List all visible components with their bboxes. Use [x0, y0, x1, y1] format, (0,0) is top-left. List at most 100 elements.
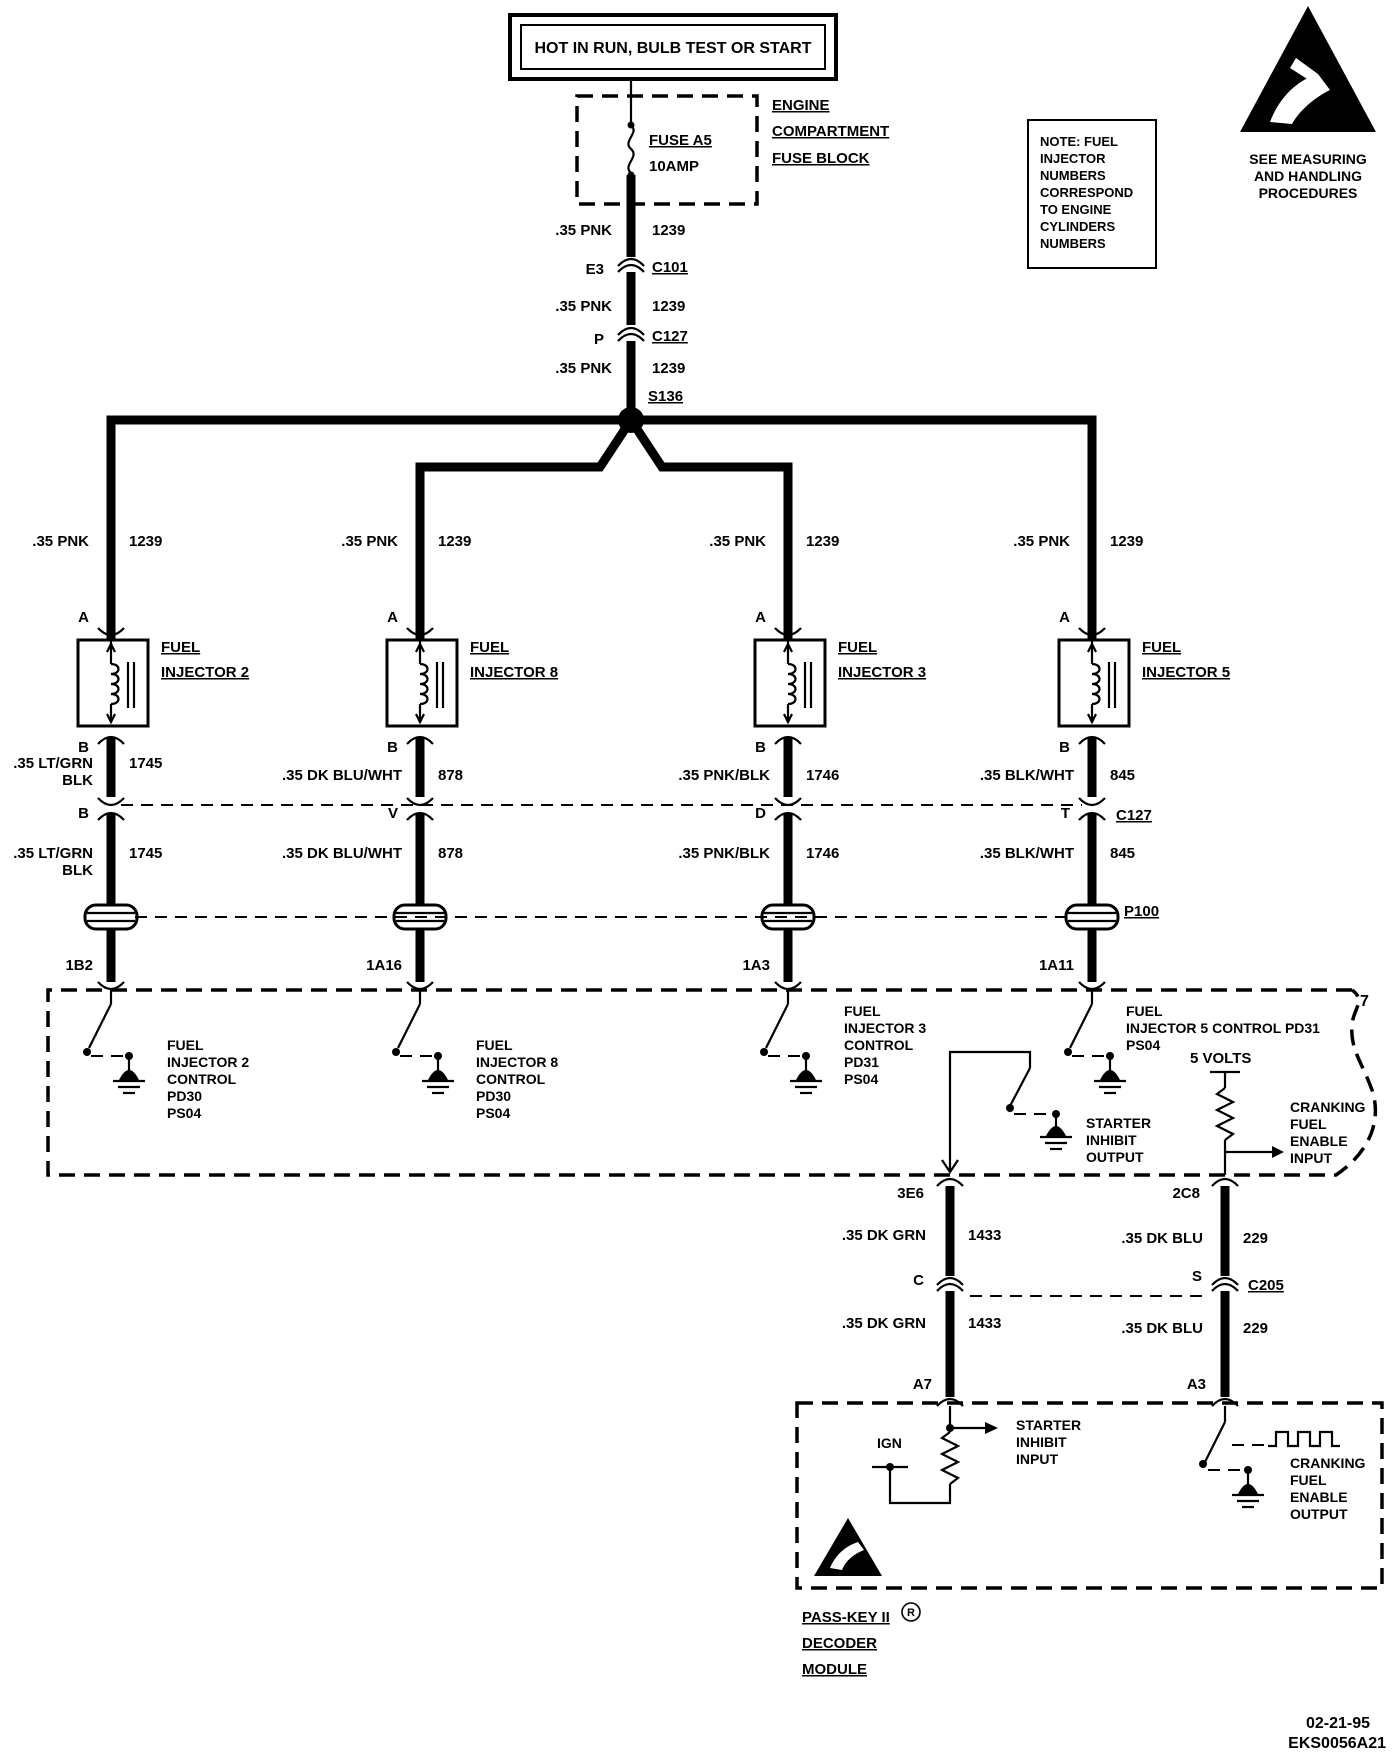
- svg-text:NUMBERS: NUMBERS: [1040, 168, 1106, 183]
- svg-text:FUEL: FUEL: [476, 1037, 513, 1053]
- svg-text:1239: 1239: [129, 533, 162, 550]
- distribution-bus: [106, 407, 1097, 628]
- svg-text:PS04: PS04: [1126, 1037, 1160, 1053]
- footer-date: 02-21-95: [1306, 1715, 1370, 1732]
- svg-text:FUEL: FUEL: [161, 639, 200, 656]
- svg-text:.35 PNK: .35 PNK: [555, 298, 612, 315]
- svg-text:CRANKING: CRANKING: [1290, 1455, 1366, 1471]
- svg-text:STARTER: STARTER: [1016, 1417, 1081, 1433]
- svg-text:C205: C205: [1248, 1277, 1284, 1294]
- svg-text:PD30: PD30: [476, 1088, 511, 1104]
- svg-text:FUEL: FUEL: [167, 1037, 204, 1053]
- svg-text:E3: E3: [586, 261, 604, 278]
- footer-code: EKS0056A21: [1288, 1735, 1386, 1752]
- svg-text:BLK: BLK: [62, 772, 93, 789]
- svg-text:B: B: [78, 739, 89, 756]
- svg-text:1745: 1745: [129, 755, 162, 772]
- svg-text:.35 DK GRN: .35 DK GRN: [842, 1315, 926, 1332]
- svg-text:.35 PNK/BLK: .35 PNK/BLK: [678, 767, 770, 784]
- svg-text:.35 BLK/WHT: .35 BLK/WHT: [980, 767, 1074, 784]
- svg-text:1745: 1745: [129, 845, 162, 862]
- svg-text:A: A: [78, 609, 89, 626]
- svg-text:INJECTOR 8: INJECTOR 8: [470, 664, 558, 681]
- svg-text:.35 BLK/WHT: .35 BLK/WHT: [980, 845, 1074, 862]
- svg-text:FUEL: FUEL: [470, 639, 509, 656]
- svg-text:1239: 1239: [652, 222, 685, 239]
- feed-wire: .35 PNK 1239 E3 C101 .35 PNK 1239 P C127…: [555, 204, 688, 418]
- svg-text:A: A: [1059, 609, 1070, 626]
- svg-text:PROCEDURES: PROCEDURES: [1259, 185, 1358, 201]
- starter-inhibit-output: STARTER INHIBIT OUTPUT: [941, 1050, 1151, 1174]
- svg-text:229: 229: [1243, 1320, 1268, 1337]
- svg-text:878: 878: [438, 845, 463, 862]
- svg-text:PS04: PS04: [844, 1071, 878, 1087]
- svg-text:B: B: [1059, 739, 1070, 756]
- svg-text:B: B: [755, 739, 766, 756]
- svg-text:A: A: [387, 609, 398, 626]
- power-label: HOT IN RUN, BULB TEST OR START: [534, 40, 811, 57]
- svg-text:1746: 1746: [806, 845, 839, 862]
- svg-text:PD31: PD31: [844, 1054, 879, 1070]
- svg-text:ENABLE: ENABLE: [1290, 1133, 1348, 1149]
- fuse-block: FUSE A5 10AMP ENGINE COMPARTMENT FUSE BL…: [575, 79, 889, 206]
- svg-text:INJECTOR: INJECTOR: [1040, 151, 1106, 166]
- fuel-injector-icon: [385, 636, 459, 728]
- svg-text:OUTPUT: OUTPUT: [1086, 1149, 1144, 1165]
- svg-text:AND HANDLING: AND HANDLING: [1254, 168, 1362, 184]
- svg-text:CYLINDERS: CYLINDERS: [1040, 219, 1115, 234]
- lower-left-wire: 3E6 .35 DK GRN 1433 C .35 DK GRN 1433 A7: [842, 1177, 1001, 1407]
- svg-text:.35 PNK: .35 PNK: [709, 533, 766, 550]
- pulse-waveform-icon: [1268, 1430, 1340, 1448]
- registered-icon: [901, 1602, 921, 1622]
- svg-text:NUMBERS: NUMBERS: [1040, 236, 1106, 251]
- esd-warning: SEE MEASURING AND HANDLING PROCEDURES: [1240, 6, 1376, 201]
- svg-text:.35 DK BLU/WHT: .35 DK BLU/WHT: [282, 767, 402, 784]
- fuse-block-label-3: FUSE BLOCK: [772, 150, 870, 167]
- cranking-fuel-enable-output: CRANKING FUEL ENABLE OUTPUT: [1199, 1406, 1366, 1522]
- svg-text:FUEL: FUEL: [844, 1003, 881, 1019]
- svg-text:D: D: [755, 805, 766, 822]
- p100-grommet-icon: [83, 903, 139, 931]
- pcm-module-outline: [46, 988, 1378, 1177]
- p100-label: P100: [1124, 903, 1159, 920]
- injector-driver-switch: [1064, 990, 1126, 1095]
- svg-text:.35 DK BLU/WHT: .35 DK BLU/WHT: [282, 845, 402, 862]
- fuel-injector-icon: [76, 636, 150, 728]
- fuse-rating: 10AMP: [649, 158, 699, 175]
- five-volts-label: 5 VOLTS: [1190, 1050, 1251, 1067]
- svg-text:S: S: [1192, 1268, 1202, 1285]
- injector-driver-switch: [760, 990, 822, 1095]
- svg-text:A3: A3: [1187, 1376, 1206, 1393]
- svg-text:1B2: 1B2: [65, 957, 93, 974]
- svg-text:FUEL: FUEL: [1126, 1003, 1163, 1019]
- starter-inhibit-input: IGN STARTER INHIBIT INPUT: [872, 1406, 1081, 1505]
- svg-text:845: 845: [1110, 845, 1135, 862]
- svg-text:NOTE: FUEL: NOTE: FUEL: [1040, 134, 1118, 149]
- svg-text:INPUT: INPUT: [1290, 1150, 1332, 1166]
- svg-text:PD30: PD30: [167, 1088, 202, 1104]
- svg-text:CORRESPOND: CORRESPOND: [1040, 185, 1133, 200]
- svg-text:.35 PNK: .35 PNK: [341, 533, 398, 550]
- svg-text:INHIBIT: INHIBIT: [1016, 1434, 1067, 1450]
- fuse-name: FUSE A5: [649, 132, 712, 149]
- note-box: NOTE: FUEL INJECTOR NUMBERS CORRESPOND T…: [1027, 119, 1157, 269]
- svg-text:INJECTOR 8: INJECTOR 8: [476, 1054, 558, 1070]
- svg-text:.35 PNK: .35 PNK: [555, 222, 612, 239]
- svg-text:.35 PNK: .35 PNK: [555, 360, 612, 377]
- passkey-label: PASS-KEY II R DECODER MODULE: [802, 1602, 921, 1678]
- cranking-fuel-enable-input: 5 VOLTS CRANKING FUEL ENABLE INPUT: [1190, 1050, 1366, 1175]
- svg-text:CONTROL: CONTROL: [167, 1071, 237, 1087]
- svg-text:B: B: [387, 739, 398, 756]
- svg-text:A7: A7: [913, 1376, 932, 1393]
- svg-text:3E6: 3E6: [897, 1185, 924, 1202]
- svg-text:STARTER: STARTER: [1086, 1115, 1151, 1131]
- svg-text:INJECTOR 3: INJECTOR 3: [838, 664, 926, 681]
- svg-text:1433: 1433: [968, 1315, 1001, 1332]
- fuse-symbol: [627, 124, 635, 174]
- svg-text:B: B: [78, 805, 89, 822]
- injector-driver-switch: [83, 990, 145, 1095]
